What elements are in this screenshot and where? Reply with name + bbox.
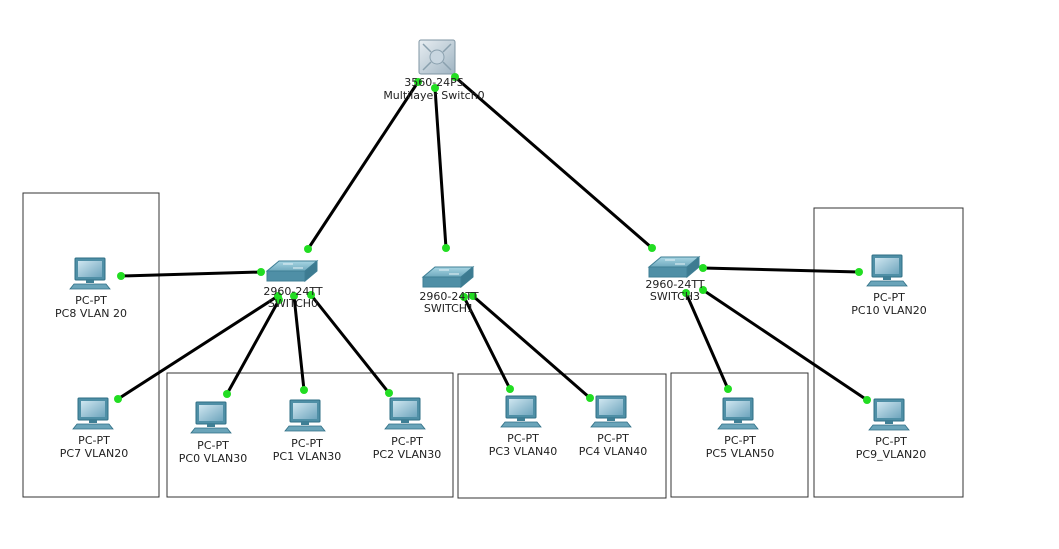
pc0-model-label: PC-PT [197, 439, 229, 452]
link-switch0-pc2 [309, 293, 391, 395]
pc5-model-label: PC-PT [724, 434, 756, 447]
port-up-indicator [506, 385, 514, 393]
link-switch0-pc0 [225, 298, 281, 396]
port-up-indicator [586, 394, 594, 402]
port-up-indicator [304, 245, 312, 253]
pc-icon[interactable] [384, 397, 426, 430]
pc-icon[interactable] [500, 395, 542, 428]
switch3-model-label: 2960-24TT [645, 278, 705, 291]
port-up-indicator [257, 268, 265, 276]
pc8-name-label: PC8 VLAN 20 [55, 307, 127, 320]
switch-icon[interactable] [265, 259, 319, 283]
link-multilayer-switch1 [433, 86, 448, 250]
link-switch1-pc4 [471, 294, 592, 400]
port-up-indicator [855, 268, 863, 276]
pc8-model-label: PC-PT [75, 294, 107, 307]
port-up-indicator [682, 289, 690, 297]
link-multilayer-switch3 [453, 75, 654, 250]
group-box-vlan50 [670, 372, 809, 498]
port-up-indicator [451, 73, 459, 81]
port-up-indicator [114, 395, 122, 403]
pc3-name-label: PC3 VLAN40 [488, 445, 558, 458]
link-switch3-pc10 [701, 266, 861, 274]
port-up-indicator [117, 272, 125, 280]
link-switch0-pc1 [292, 294, 306, 392]
port-up-indicator [442, 244, 450, 252]
link-switch3-pc9 [701, 288, 869, 402]
pc10-model-label: PC-PT [873, 291, 905, 304]
pc7-name-label: PC7 VLAN20 [59, 447, 129, 460]
pc2-model-label: PC-PT [391, 435, 423, 448]
pc-icon[interactable] [866, 254, 908, 287]
port-up-indicator [414, 78, 422, 86]
pc1-model-label: PC-PT [291, 437, 323, 450]
pc0-name-label: PC0 VLAN30 [178, 452, 248, 465]
group-box-vlan20-right [813, 207, 964, 498]
port-up-indicator [460, 293, 468, 301]
switch0-name-label: SWITCH0 [267, 297, 319, 310]
multilayer-switch-name-label: Multilayer Switch0 [383, 89, 485, 102]
pc4-name-label: PC4 VLAN40 [578, 445, 648, 458]
port-up-indicator [431, 84, 439, 92]
group-box-vlan20-left [22, 192, 160, 498]
port-up-indicator [699, 264, 707, 272]
pc-icon[interactable] [72, 397, 114, 430]
pc4-model-label: PC-PT [597, 432, 629, 445]
port-up-indicator [863, 396, 871, 404]
switch3-name-label: SWITCH3 [649, 290, 701, 303]
pc-icon[interactable] [590, 395, 632, 428]
pc2-name-label: PC2 VLAN30 [372, 448, 442, 461]
switch1-model-label: 2960-24TT [419, 290, 479, 303]
switch-icon[interactable] [647, 255, 701, 279]
port-up-indicator [223, 390, 231, 398]
multilayer-switch-icon[interactable] [418, 39, 456, 75]
port-up-indicator [290, 292, 298, 300]
link-switch1-pc3 [462, 295, 512, 391]
port-up-indicator [275, 296, 283, 304]
pc5-name-label: PC5 VLAN50 [705, 447, 775, 460]
pc9-model-label: PC-PT [875, 435, 907, 448]
switch1-name-label: SWITCH1 [423, 302, 475, 315]
multilayer-switch-model-label: 3560-24PS [404, 76, 464, 89]
link-multilayer-switch0 [306, 80, 420, 251]
pc-icon[interactable] [717, 397, 759, 430]
link-switch0-pc8 [119, 270, 263, 278]
port-up-indicator [469, 292, 477, 300]
pc1-name-label: PC1 VLAN30 [272, 450, 342, 463]
switch-icon[interactable] [421, 265, 475, 289]
port-up-indicator [385, 389, 393, 397]
link-switch0-pc7 [116, 294, 280, 401]
pc-icon[interactable] [868, 398, 910, 431]
port-up-indicator [648, 244, 656, 252]
pc7-model-label: PC-PT [78, 434, 110, 447]
pc3-model-label: PC-PT [507, 432, 539, 445]
pc-icon[interactable] [190, 401, 232, 434]
pc10-name-label: PC10 VLAN20 [851, 304, 927, 317]
link-switch3-pc5 [684, 291, 730, 391]
port-up-indicator [300, 386, 308, 394]
port-up-indicator [699, 286, 707, 294]
switch0-model-label: 2960-24TT [263, 285, 323, 298]
group-box-vlan30 [166, 372, 454, 498]
pc9-name-label: PC9_VLAN20 [855, 448, 927, 461]
group-box-vlan40 [457, 373, 667, 499]
port-up-indicator [307, 291, 315, 299]
pc-icon[interactable] [69, 257, 111, 290]
pc-icon[interactable] [284, 399, 326, 432]
port-up-indicator [724, 385, 732, 393]
